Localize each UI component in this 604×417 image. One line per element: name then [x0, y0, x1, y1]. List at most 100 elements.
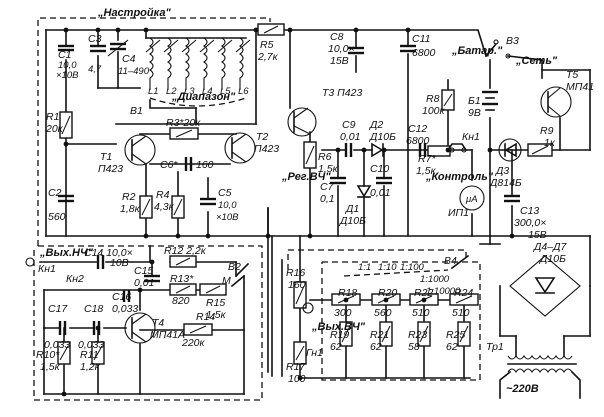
inductors-L1-L6: [145, 37, 251, 107]
b2-label: В2: [228, 261, 241, 273]
label-battery: „Батар.": [451, 45, 503, 57]
t3-label: T3 П423: [322, 87, 362, 99]
r11-value: 1,2к: [80, 361, 101, 373]
r24-value: 510: [452, 307, 470, 319]
c3-name: C3: [88, 33, 102, 45]
c1-name: C1: [58, 49, 71, 61]
r16-name: R16: [286, 267, 305, 279]
svg-text:×10В: ×10В: [56, 70, 79, 81]
attenuator-step-10: 1:10: [378, 262, 397, 273]
r21-value: 62: [370, 341, 382, 353]
d2-type: Д10Б: [369, 131, 396, 143]
r25-name: R25: [446, 329, 465, 341]
m-label: М: [222, 275, 231, 287]
r17-value: 100: [288, 373, 306, 385]
c7-value: 0,1: [320, 193, 335, 205]
d3-name: Д3: [495, 165, 509, 177]
attenuator-step-1: 1:1: [358, 262, 371, 273]
l6-label: L6: [238, 86, 249, 97]
d1-name: Д1: [345, 203, 359, 215]
r22-name: R22: [414, 287, 433, 299]
c12-name: C12: [408, 123, 427, 135]
l4-label: L4: [202, 86, 213, 97]
r23-name: R23: [408, 329, 427, 341]
r20-name: R20: [378, 287, 397, 299]
t5-name: T5: [566, 69, 578, 81]
r19-name: R19: [330, 329, 349, 341]
r11-name: R11: [80, 349, 98, 361]
attenuator-step-10000: 1:10000: [426, 286, 461, 297]
r19-value: 62: [330, 341, 342, 353]
d1-type: Д10Б: [339, 215, 366, 227]
r14-value: 220к: [181, 337, 206, 349]
r13-value: 820: [172, 295, 190, 307]
r8-name: R8: [426, 93, 440, 105]
t4-type: МП41А: [150, 329, 185, 341]
c4-name: C4: [122, 53, 136, 65]
transistors: [124, 86, 572, 344]
c3-value: 4,7: [88, 64, 102, 75]
r22-value: 510: [412, 307, 430, 319]
b1bat-name: Б1: [468, 95, 481, 107]
r9-name: R9: [540, 125, 554, 137]
diodes-and-misc: μA: [25, 39, 581, 373]
c5-rating: ×10В: [216, 212, 239, 223]
c2-name: C2: [48, 187, 62, 199]
r21-name: R21: [370, 329, 389, 341]
r6-name: R6: [318, 151, 332, 163]
r2-name: R2: [122, 191, 136, 203]
d3-type: Д814Б: [489, 177, 522, 189]
c10-name: C10: [370, 163, 389, 175]
r20-value: 560: [374, 307, 392, 319]
c10-value: 0,01: [370, 187, 390, 199]
d4d7-type: Д10Б: [539, 253, 566, 265]
r7-name: R7*: [418, 153, 436, 165]
t2-type: П423: [254, 143, 279, 155]
b4-label: В4: [444, 255, 457, 267]
capacitors: [58, 39, 520, 335]
r15-value: 1,5к: [206, 309, 227, 321]
attenuator-step-100: 1:100: [400, 262, 424, 273]
c5-name: C5: [218, 187, 232, 199]
label-out-hf: „Вых.ВЧ": [311, 321, 366, 333]
svg-text:C3: C3: [88, 33, 102, 45]
r12-label: R12 2,2к: [164, 245, 207, 257]
kn1-label: Кн1: [462, 131, 480, 143]
t2-name: T2: [256, 131, 268, 143]
label-tuning: „Настройка": [97, 7, 171, 19]
c6-value: 160: [196, 159, 214, 171]
svg-text:μA: μA: [465, 194, 478, 205]
r13-name: R13*: [170, 273, 194, 285]
l1-label: L1: [148, 86, 159, 97]
c12-value: 6800: [406, 135, 430, 147]
r4-name: R4: [156, 189, 170, 201]
r17-name: R17: [286, 361, 306, 373]
r16-value: 160: [288, 279, 306, 291]
enclosure-lines: [33, 17, 481, 401]
r4-value: 4,3к: [154, 201, 175, 213]
r18-name: R18: [338, 287, 357, 299]
l3-label: L3: [184, 86, 195, 97]
c15-value: 0,01: [134, 277, 154, 289]
c2-value: 560: [48, 211, 66, 223]
r24-name: R24: [454, 287, 473, 299]
label-mains: „Сеть": [515, 55, 558, 67]
c15-name: C15: [134, 265, 153, 277]
attenuator-step-1000: 1:1000: [420, 274, 450, 285]
ip1-label: ИП1: [448, 207, 469, 219]
l5-label: L5: [220, 86, 231, 97]
t1-name: T1: [100, 151, 112, 163]
wiring: [39, 29, 591, 399]
kn2-label: Кн2: [66, 273, 84, 285]
c13-value: 300,0×: [514, 217, 546, 229]
label-reg-hf: „Рег.ВЧ": [281, 171, 331, 183]
c8-value: 10,0×: [328, 43, 355, 55]
r1-value: 20к: [45, 123, 64, 135]
c6-name: C6*: [160, 159, 178, 171]
c4-value: 11–490: [118, 66, 150, 77]
c18-name: C18: [84, 303, 103, 315]
r10-name: R10*: [36, 349, 60, 361]
c8-rating: 15В: [330, 55, 349, 67]
c14-rating: 10В: [110, 257, 129, 269]
